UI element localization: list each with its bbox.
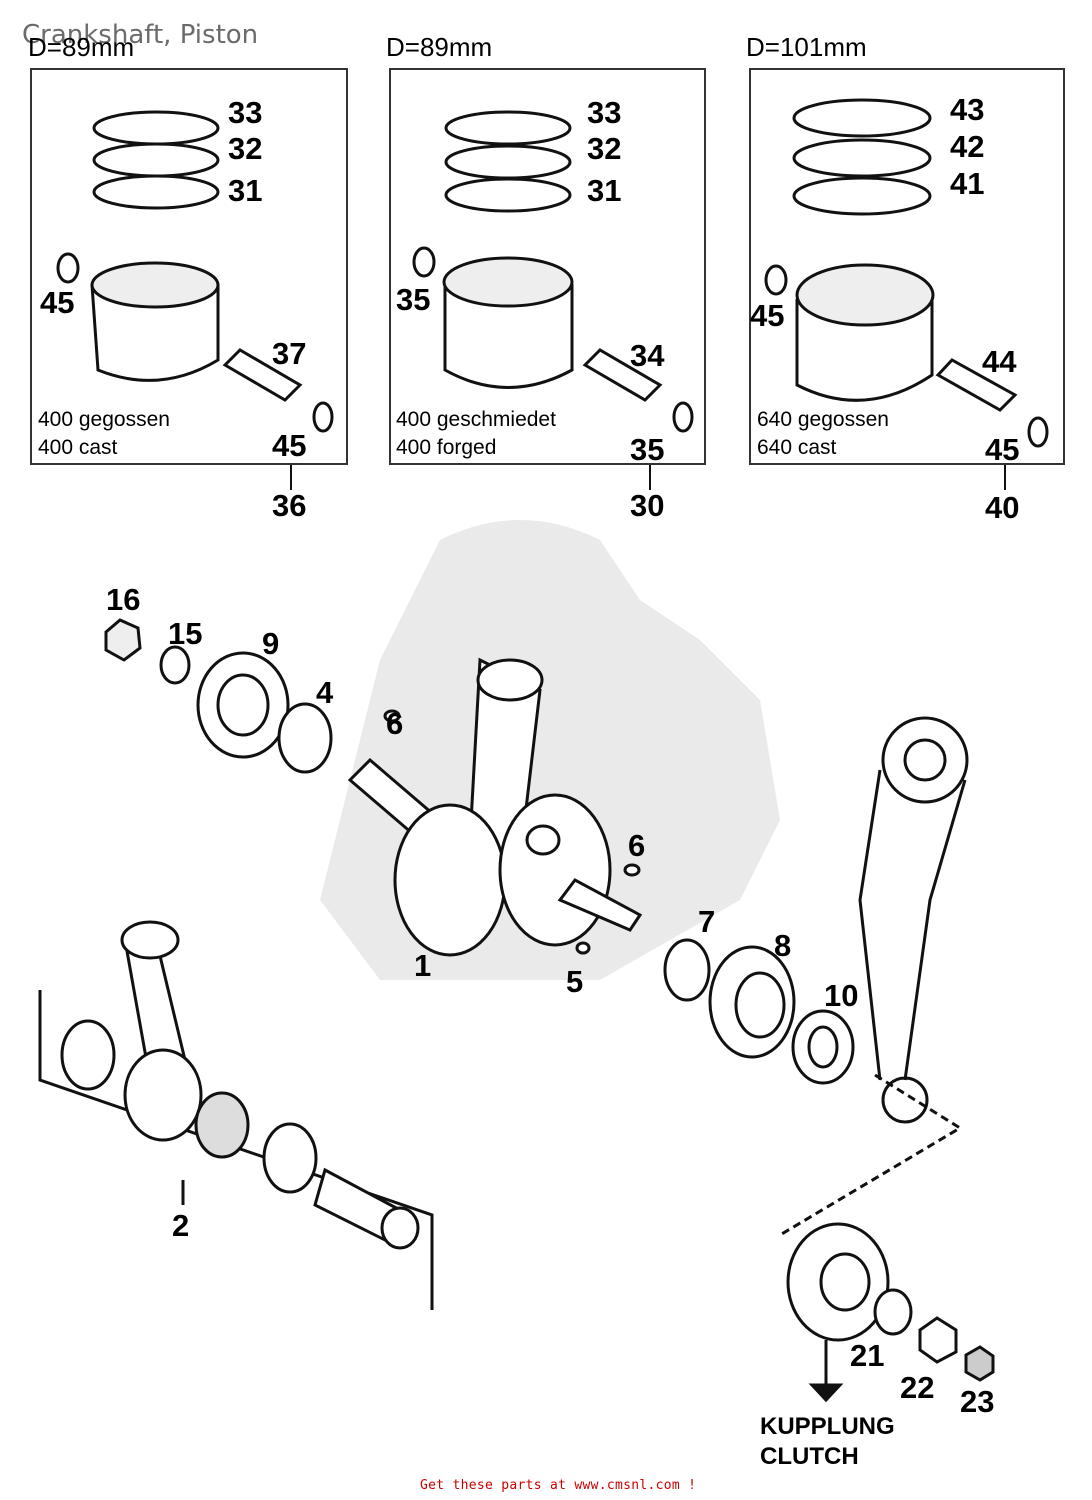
clutch-label-en: CLUTCH: [760, 1443, 859, 1470]
part-21-label: 21: [850, 1338, 885, 1373]
part-10-label: 10: [824, 978, 859, 1013]
panel-3-assembly-number: 40: [985, 490, 1020, 525]
panel-2-diameter: D=89mm: [386, 32, 493, 62]
panel-2-clip-top: 35: [396, 282, 431, 317]
panel-400-cast: [30, 68, 348, 465]
part-4-label: 4: [316, 675, 334, 710]
part-2-label: 2: [172, 1208, 190, 1243]
panel-2-pin: 34: [630, 338, 665, 373]
panel-2-caption-de: 400 geschmiedet: [396, 408, 556, 431]
panel-1-pin: 37: [272, 336, 307, 371]
panel-3-clip-bottom: 45: [985, 432, 1020, 467]
panel-640-cast: [749, 68, 1065, 465]
panel-1-clip-bottom: 45: [272, 428, 307, 463]
connecting-rod-assembly: [38, 920, 434, 1310]
panel-2-ring-top: 33: [587, 95, 622, 130]
part-8-label: 8: [774, 928, 792, 963]
panel-1-ring-top: 33: [228, 95, 263, 130]
panel-2-caption-en: 400 forged: [396, 436, 497, 459]
part-23-label: 23: [960, 1384, 995, 1419]
panel-3-ring-middle: 42: [950, 129, 985, 164]
piston-set-640-cast: [764, 98, 1049, 448]
timing-chain: [779, 716, 969, 1237]
footer-link[interactable]: Get these parts at www.cmsnl.com !: [420, 1478, 697, 1493]
part-6-label-top: 6: [386, 706, 404, 741]
panel-1-clip-top: 45: [40, 285, 75, 320]
piston-set-400-forged: [412, 110, 694, 433]
part-1-label: 1: [414, 948, 432, 983]
panel-1-ring-middle: 32: [228, 131, 263, 166]
assembly-leaders: [290, 465, 1006, 490]
panel-2-clip-bottom: 35: [630, 432, 665, 467]
clutch-label-de: KUPPLUNG: [760, 1413, 895, 1440]
panel-3-caption-en: 640 cast: [757, 436, 837, 459]
panel-3-caption-de: 640 gegossen: [757, 408, 889, 431]
panel-2-assembly-number: 30: [630, 488, 665, 523]
panel-1-ring-bottom: 31: [228, 173, 263, 208]
crankshaft-assembly: [104, 618, 855, 1085]
part-5-label: 5: [566, 964, 584, 999]
part-15-label: 15: [168, 616, 203, 651]
panel-3-ring-bottom: 41: [950, 166, 985, 201]
panel-3-diameter: D=101mm: [746, 32, 867, 62]
part-22-label: 22: [900, 1370, 935, 1405]
panel-1-caption-de: 400 gegossen: [38, 408, 170, 431]
panel-2-ring-middle: 32: [587, 131, 622, 166]
panel-3-clip-top: 45: [750, 298, 785, 333]
page-title: Crankshaft, Piston: [22, 20, 259, 50]
part-7-label: 7: [698, 904, 716, 939]
panel-3-pin: 44: [982, 344, 1017, 379]
clutch-label: KUPPLUNG CLUTCH: [760, 1412, 895, 1472]
clutch-gear: [786, 1222, 995, 1403]
panel-1-caption-en: 400 cast: [38, 436, 118, 459]
panel-2-ring-bottom: 31: [587, 173, 622, 208]
part-9-label: 9: [262, 626, 280, 661]
part-6-label-bottom: 6: [628, 828, 646, 863]
panel-3-ring-top: 43: [950, 92, 985, 127]
panel-400-forged: [389, 68, 706, 465]
panel-1-diameter: D=89mm: [28, 32, 135, 62]
panel-1-assembly-number: 36: [272, 488, 307, 523]
piston-set-400-cast: [56, 110, 334, 433]
part-16-label: 16: [106, 582, 141, 617]
